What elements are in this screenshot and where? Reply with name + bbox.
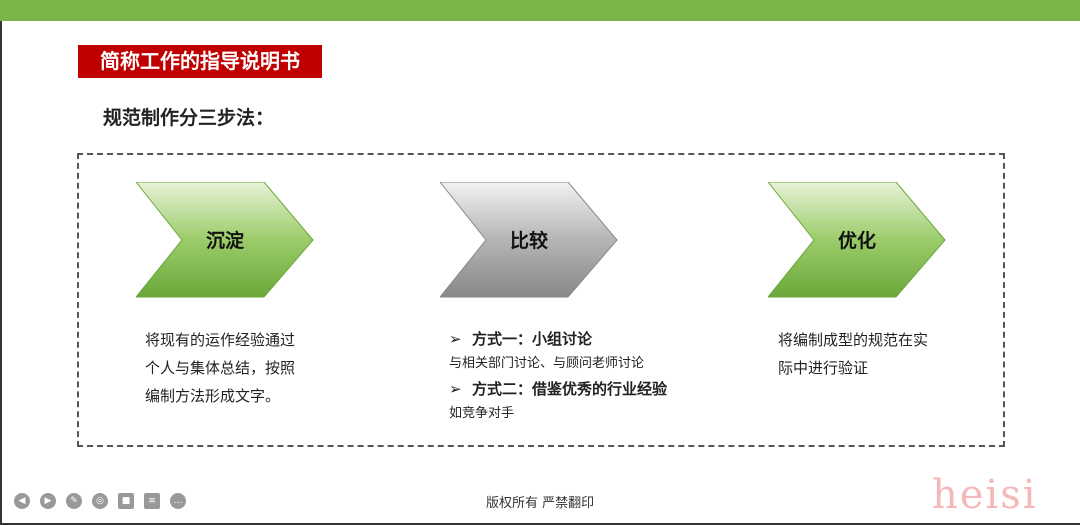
step-chevron-1: 沉淀 xyxy=(134,181,314,298)
camera-icon[interactable]: ■ xyxy=(118,493,134,509)
slide-title: 简称工作的指导说明书 xyxy=(78,45,322,78)
watermark: heisi xyxy=(932,472,1038,518)
step-chevron-2: 比较 xyxy=(438,181,618,298)
pen-icon[interactable]: ✎ xyxy=(66,493,82,509)
top-accent-bar xyxy=(0,0,1080,21)
text-line: 个人与集体总结，按照 xyxy=(145,359,296,377)
step-3-description: 将编制成型的规范在实 际中进行验证 xyxy=(778,326,928,382)
step-chevron-3: 优化 xyxy=(766,181,946,298)
step-1-description: 将现有的运作经验通过 个人与集体总结，按照 编制方法形成文字。 xyxy=(145,326,295,410)
screenshot-icon[interactable]: ◎ xyxy=(92,493,108,509)
text-line: 将现有的运作经验通过 xyxy=(145,331,296,349)
text-line: 将编制成型的规范在实 xyxy=(778,331,929,349)
step-label: 比较 xyxy=(509,230,548,252)
method-1-detail: 与相关部门讨论、与顾问老师讨论 xyxy=(449,356,645,371)
next-icon[interactable]: ▶ xyxy=(40,493,56,509)
text-line: 编制方法形成文字。 xyxy=(145,387,281,405)
more-icon[interactable]: … xyxy=(170,493,186,509)
presentation-toolbar: ◀ ▶ ✎ ◎ ■ ≡ … xyxy=(14,493,186,509)
method-2-detail: 如竞争对手 xyxy=(449,406,515,421)
copyright-footer: 版权所有 严禁翻印 xyxy=(486,496,595,511)
step-2-description: ➢ 方式一：小组讨论 与相关部门讨论、与顾问老师讨论 ➢ 方式二：借鉴优秀的行业… xyxy=(449,326,667,426)
steps-container xyxy=(77,153,1005,447)
method-2-title: ➢ 方式二：借鉴优秀的行业经验 xyxy=(449,380,668,398)
slide-subtitle: 规范制作分三步法： xyxy=(103,107,275,129)
method-1-title: ➢ 方式一：小组讨论 xyxy=(449,330,593,348)
step-label: 沉淀 xyxy=(205,230,244,252)
prev-icon[interactable]: ◀ xyxy=(14,493,30,509)
text-line: 际中进行验证 xyxy=(778,359,869,377)
step-label: 优化 xyxy=(837,230,876,252)
comment-icon[interactable]: ≡ xyxy=(144,493,160,509)
slide-frame xyxy=(0,21,1080,525)
